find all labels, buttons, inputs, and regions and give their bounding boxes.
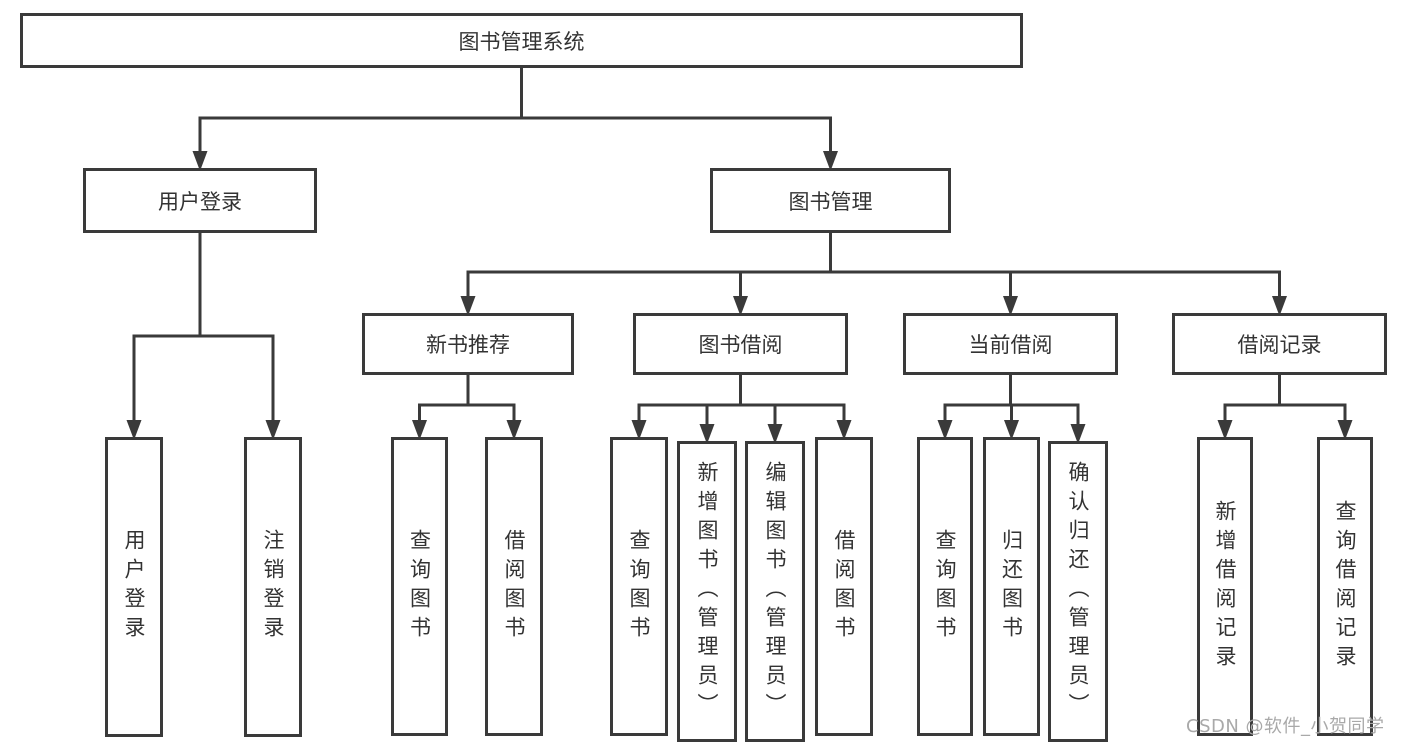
arrowhead-login-user: [126, 420, 142, 440]
node-label-current: 当前借阅: [968, 333, 1053, 357]
node-label-rec: 新书推荐: [426, 333, 510, 357]
node-rec-borrow: 借阅图书: [485, 437, 543, 736]
node-label-rec-borrow: 借阅图书: [502, 528, 526, 645]
arrowhead-cur-query: [937, 420, 953, 440]
arrowhead-borrow-edit: [767, 424, 783, 444]
node-label-login-user: 用户登录: [122, 529, 146, 645]
arrowhead-cur-confirm: [1070, 424, 1086, 444]
arrowhead-borrow-borrow: [836, 420, 852, 440]
node-records-query: 查询借阅记录: [1317, 437, 1373, 736]
node-borrow-query: 查询图书: [610, 437, 668, 736]
node-label-borrow-borrow: 借阅图书: [832, 528, 856, 645]
node-label-login: 用户登录: [158, 189, 242, 214]
node-label-cur-confirm: 确认归还（管理员）: [1066, 461, 1090, 722]
node-label-cur-return: 归还图书: [999, 528, 1024, 645]
node-borrow-add: 新增图书（管理员）: [677, 441, 737, 742]
arrowhead-records: [1272, 296, 1287, 316]
node-label-cur-query: 查询图书: [933, 528, 957, 645]
node-cur-return: 归还图书: [983, 437, 1040, 736]
node-login-logout: 注销登录: [244, 437, 302, 737]
arrowhead-borrow: [733, 296, 748, 316]
node-label-records-add: 新增借阅记录: [1213, 499, 1237, 674]
arrowhead-borrow-query: [631, 420, 647, 440]
arrowhead-current: [1003, 296, 1018, 316]
node-rec-query: 查询图书: [391, 437, 448, 736]
node-label-login-logout: 注销登录: [261, 529, 285, 645]
node-rec: 新书推荐: [362, 313, 574, 375]
node-records-add: 新增借阅记录: [1197, 437, 1253, 736]
arrowhead-book-mgmt: [823, 151, 838, 171]
node-cur-query: 查询图书: [917, 437, 973, 736]
node-label-system: 图书管理系统: [458, 29, 585, 54]
node-login: 用户登录: [83, 168, 317, 233]
node-label-records-query: 查询借阅记录: [1333, 499, 1357, 674]
node-current: 当前借阅: [903, 313, 1118, 375]
node-system: 图书管理系统: [20, 13, 1023, 68]
node-label-borrow-edit: 编辑图书（管理员）: [763, 461, 787, 722]
arrowhead-rec: [460, 296, 476, 316]
node-cur-confirm: 确认归还（管理员）: [1048, 441, 1108, 742]
node-login-user: 用户登录: [105, 437, 163, 737]
arrowhead-rec-borrow: [506, 420, 522, 440]
arrowhead-rec-query: [412, 420, 427, 440]
watermark: CSDN @软件_小贺同学: [1186, 716, 1385, 737]
arrowhead-login: [192, 151, 208, 171]
node-label-borrow-add: 新增图书（管理员）: [695, 461, 719, 722]
node-borrow: 图书借阅: [633, 313, 848, 375]
arrowhead-cur-return: [1004, 420, 1019, 440]
node-label-borrow: 图书借阅: [698, 333, 783, 357]
arrowhead-borrow-add: [699, 424, 715, 444]
node-book-mgmt: 图书管理: [710, 168, 951, 233]
node-label-records: 借阅记录: [1237, 333, 1322, 357]
arrowhead-records-query: [1337, 420, 1353, 440]
node-label-rec-query: 查询图书: [407, 528, 432, 645]
node-records: 借阅记录: [1172, 313, 1387, 375]
node-borrow-borrow: 借阅图书: [815, 437, 873, 736]
node-label-book-mgmt: 图书管理: [788, 189, 873, 214]
node-borrow-edit: 编辑图书（管理员）: [745, 441, 805, 742]
arrowhead-login-logout: [265, 420, 281, 440]
node-label-borrow-query: 查询图书: [627, 528, 651, 645]
arrowhead-records-add: [1217, 420, 1233, 440]
